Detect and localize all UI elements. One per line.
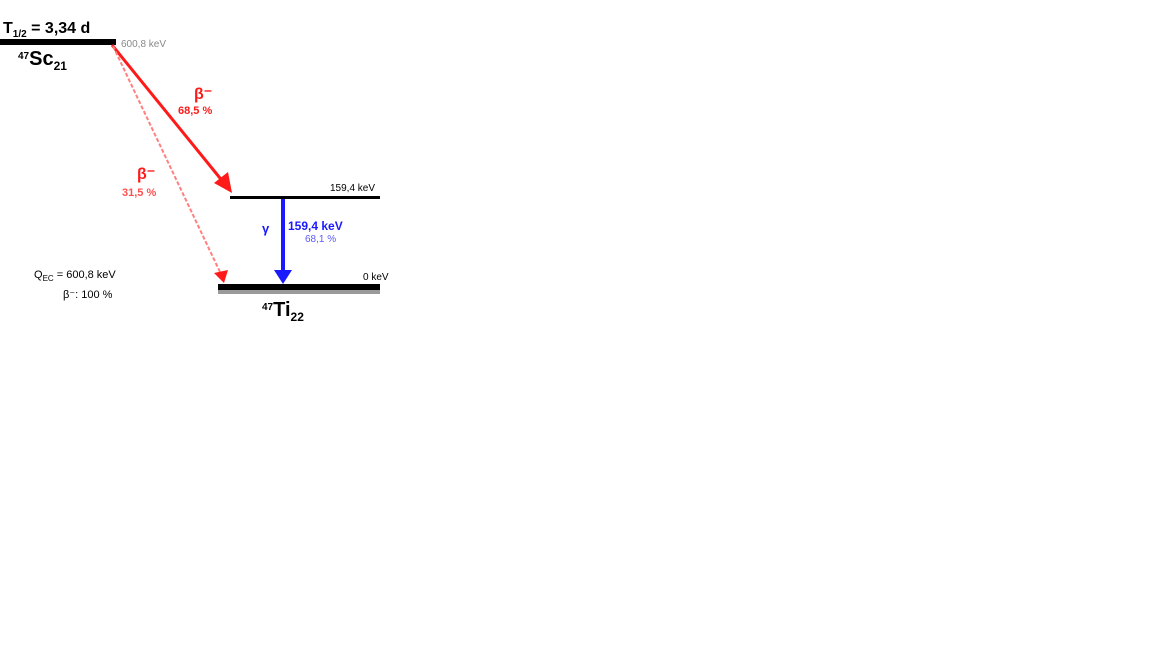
parent-level-line [0, 39, 116, 45]
beta-ground-intensity: 31,5 % [122, 187, 156, 199]
daughter-nuclide-label: 47Ti22 [262, 299, 304, 324]
gamma-label: γ [262, 221, 270, 236]
q-value-label: QEC = 600,8 keV [34, 269, 116, 283]
beta-ground-arrowhead [214, 270, 228, 283]
ground-level-hatch [218, 290, 380, 294]
beta-main-intensity: 68,5 % [178, 105, 212, 117]
parent-nuclide-label: 47Sc21 [18, 48, 67, 73]
beta-total-label: β⁻: 100 % [63, 289, 113, 301]
beta-main-arrow-line [110, 44, 226, 184]
ground-level-energy: 0 keV [363, 272, 389, 283]
ground-level-line [218, 284, 380, 290]
gamma-arrowhead [274, 270, 292, 284]
beta-ground-label: β⁻ [137, 166, 155, 183]
half-life-label: T1/2 = 3,34 d [3, 20, 90, 40]
beta-main-arrowhead [214, 172, 232, 193]
gamma-intensity: 68,1 % [305, 234, 336, 245]
parent-level-energy: 600,8 keV [121, 39, 166, 50]
excited-level-energy: 159,4 keV [330, 183, 375, 194]
gamma-energy: 159,4 keV [288, 219, 343, 233]
excited-level-line [230, 196, 380, 199]
beta-main-label: β⁻ [194, 86, 212, 103]
